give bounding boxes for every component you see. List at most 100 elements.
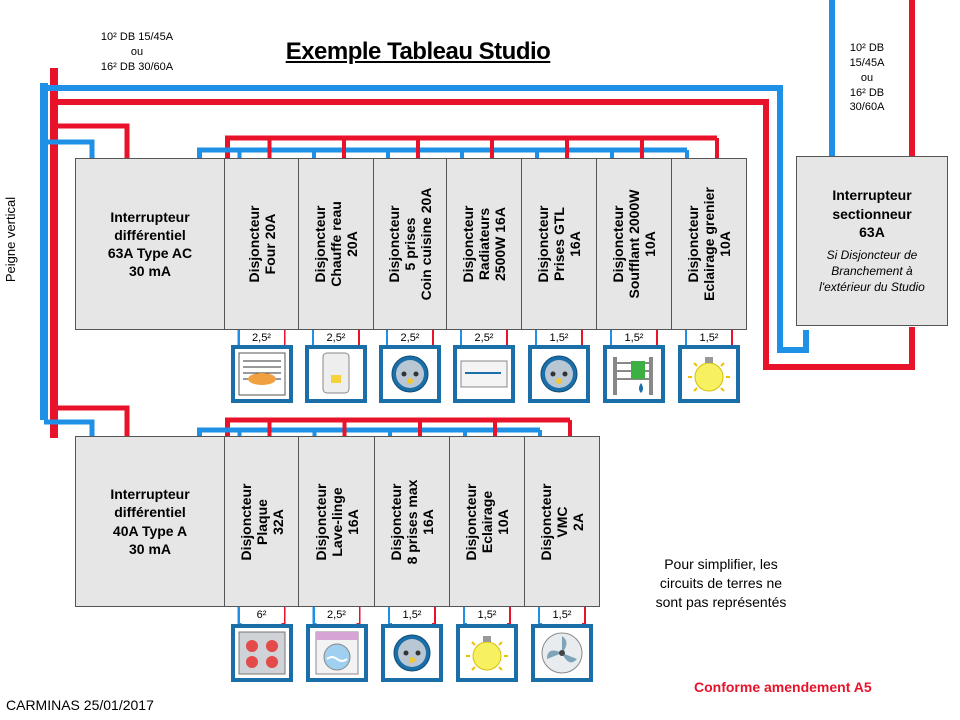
icon-face [309, 349, 363, 399]
phase-feed-to-sectionneur [54, 99, 915, 370]
supply-note-line: ou [860, 71, 874, 84]
icon-face [309, 628, 364, 678]
rcd-line: 30 mA [128, 540, 172, 557]
radiator-icon [453, 345, 515, 403]
rcd-line: différentiel [114, 226, 186, 243]
rcd-63a: Interrupteur différentiel 63A Type AC 30… [75, 158, 225, 330]
breaker-label-line: Disjoncteur [537, 482, 554, 561]
breaker-label-line: 10A [642, 231, 659, 257]
wire-section-label: 2,5² [314, 607, 359, 623]
sectionneur-title-line: Interrupteur [832, 187, 912, 204]
rcd-40a: Interrupteur différentiel 40A Type A 30 … [75, 436, 225, 607]
simplify-note: Pour simplifier, les circuits de terres … [636, 555, 806, 612]
wire-section-label: 2,5² [239, 330, 284, 346]
breaker-label-line: Prises GTL [550, 207, 567, 281]
breaker-label-line: Lave-linge [328, 486, 345, 557]
icon-face [682, 349, 736, 399]
rcd-line: Interrupteur [110, 208, 190, 225]
breaker-label-line: Disjoncteur [385, 205, 402, 283]
oven-icon [230, 345, 293, 403]
icon-face [607, 349, 661, 399]
supply-note-line: 15/45A [849, 56, 885, 69]
sectionneur-title-line: 63A [859, 223, 885, 240]
breaker-label-line: Radiateurs [475, 207, 492, 281]
breaker-label-line: Disjoncteur [387, 483, 404, 561]
breaker-label-line: 10A [495, 508, 512, 535]
supply-note-line: 16² DB [849, 86, 885, 99]
wire-section-label: 2,5² [462, 330, 506, 346]
rcd-line: différentiel [114, 504, 186, 521]
supply-note-left: 10² DB 15/45A ou 16² DB 30/60A [82, 30, 192, 75]
simplify-note-line: circuits de terres ne [659, 574, 783, 591]
cooktop-icon [230, 624, 293, 682]
icon-face [535, 628, 589, 678]
breaker-label-line: 16A [567, 231, 584, 257]
icon-face [383, 349, 437, 399]
icon-face [385, 628, 439, 678]
supply-note-line: 30/60A [849, 101, 885, 114]
icon-face [532, 349, 586, 399]
breaker-label-line: Disjoncteur [311, 205, 328, 283]
breaker-label-line: Disjoncteur [459, 205, 476, 283]
wire-section-label: 1,5² [465, 607, 509, 623]
fan-icon [531, 624, 593, 682]
wire-section-label: 2,5² [388, 330, 432, 346]
breaker-label-line: VMC [553, 505, 570, 538]
supply-note-line: 10² DB [849, 42, 885, 54]
wire-section-label: 6² [239, 607, 284, 623]
rcd2-phase-feed [54, 405, 130, 436]
author-date: CARMINAS 25/01/2017 [6, 697, 154, 713]
breaker-label-line: Disjoncteur [237, 482, 254, 561]
interrupteur-sectionneur: Interrupteur sectionneur 63A Si Disjonct… [796, 156, 948, 326]
socket-icon [379, 345, 441, 403]
supply-note-line: 10² DB 15/45A [100, 31, 174, 43]
washing-machine-icon [305, 624, 368, 682]
icon-face [234, 349, 289, 399]
breaker-label-line: Four 20A [261, 213, 278, 275]
towel-heater-icon [603, 345, 665, 403]
row1-neutral-comb [197, 147, 687, 158]
sectionneur-subtitle-line: Branchement à [831, 264, 913, 279]
socket-icon [381, 624, 443, 682]
breaker-label-line: Disjoncteur [245, 205, 262, 283]
sectionneur-title-line: sectionneur [832, 205, 912, 222]
icon-face [234, 628, 289, 678]
breaker-label-line: 32A [269, 508, 286, 535]
breaker-label-line: Soufflant 2000W [625, 189, 642, 299]
wire-section-label: 1,5² [540, 607, 584, 623]
breaker-label-line: Eclairage grenier [700, 187, 717, 301]
page-title: Exemple Tableau Studio [285, 38, 551, 65]
wire-section-label: 1,5² [687, 330, 731, 346]
supply-note-line: 16² DB 30/60A [100, 60, 174, 73]
light-bulb-icon [456, 624, 518, 682]
breaker-label-line: 2A [570, 512, 587, 531]
breaker-label-line: 10A [717, 231, 734, 257]
light-bulb-icon [678, 345, 740, 403]
sectionneur-subtitle: Si Disjoncteur de Branchement à l'extéri… [819, 247, 925, 296]
breaker-label-line: 8 prises max [403, 479, 420, 564]
sectionneur-subtitle-line: l'extérieur du Studio [819, 280, 925, 295]
breaker-label-line: 16A [344, 508, 361, 535]
supply-note-line: ou [130, 45, 144, 58]
